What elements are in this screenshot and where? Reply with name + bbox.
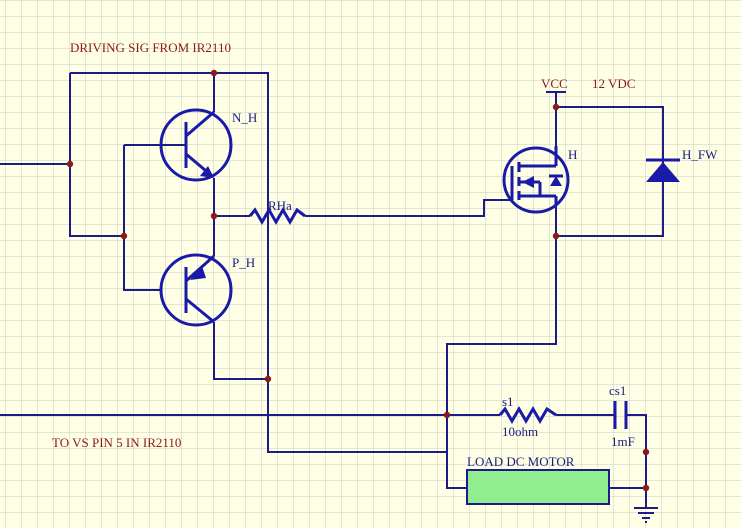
wire-base-bus (123, 145, 162, 291)
n-mosfet-icon[interactable] (502, 146, 570, 214)
snubber-capacitor-value: 1mF (611, 434, 635, 449)
wire-pnp-collector (213, 322, 268, 380)
diode-icon[interactable] (646, 158, 680, 182)
junction-dot (552, 232, 560, 240)
wire-base-loop (69, 73, 124, 237)
driving-signal-label: DRIVING SIG FROM IR2110 (70, 40, 231, 55)
pnp-transistor-icon[interactable] (159, 253, 233, 327)
wire-top-rail (70, 72, 447, 453)
wire-gate (305, 199, 512, 217)
junction-dot (552, 103, 560, 111)
junction-dot (210, 69, 218, 77)
resistor-icon[interactable] (248, 207, 306, 225)
supply-voltage-label: 12 VDC (592, 76, 635, 91)
junction-dot (210, 212, 218, 220)
junction-dot (443, 411, 451, 419)
to-vs-pin-label: TO VS PIN 5 IN IR2110 (52, 435, 181, 450)
wire-cs1-right (626, 414, 647, 508)
load-label: LOAD DC MOTOR (467, 454, 575, 469)
junction-dot (120, 232, 128, 240)
wires (0, 72, 664, 508)
snubber-resistor-ref: s1 (502, 394, 514, 409)
resistor-icon[interactable] (498, 406, 557, 424)
gate-resistor-label: RHa (268, 198, 292, 213)
junctions (66, 69, 650, 492)
ground-icon[interactable] (634, 507, 658, 523)
wire-source (446, 204, 557, 489)
npn-transistor-icon[interactable] (159, 108, 233, 182)
capacitor-icon[interactable] (613, 401, 628, 429)
snubber-capacitor-ref: cs1 (609, 383, 626, 398)
mosfet-label: H (568, 147, 577, 162)
pnp-transistor-label: P_H (232, 255, 255, 270)
junction-dot (642, 448, 650, 456)
npn-transistor-label: N_H (232, 110, 257, 125)
freewheel-diode-label: H_FW (682, 147, 718, 162)
junction-dot (264, 375, 272, 383)
vcc-label: VCC (541, 76, 568, 91)
junction-dot (642, 484, 650, 492)
load-dc-motor[interactable] (466, 469, 610, 505)
snubber-resistor-value: 10ohm (502, 424, 538, 439)
junction-dot (66, 160, 74, 168)
